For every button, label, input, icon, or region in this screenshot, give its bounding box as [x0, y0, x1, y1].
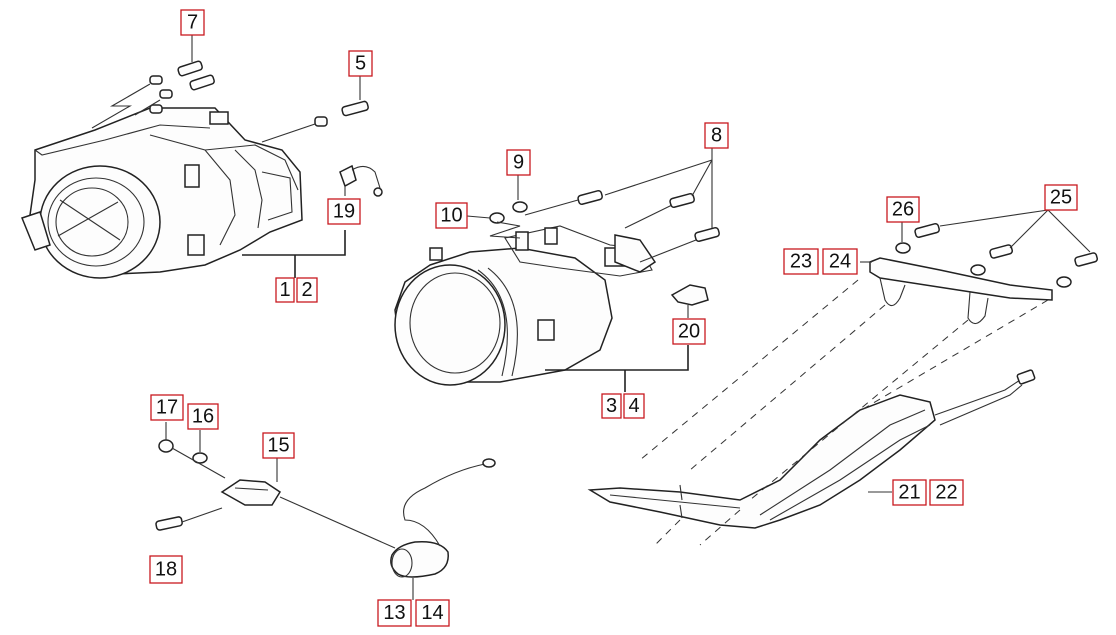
- svg-text:21: 21: [898, 482, 920, 504]
- bulb-19: [339, 164, 383, 197]
- label-15: 15: [262, 432, 295, 459]
- svg-text:26: 26: [892, 199, 914, 221]
- label-20: 20: [672, 318, 706, 345]
- svg-text:14: 14: [421, 602, 443, 624]
- upper-bracket-23-24: [860, 209, 1098, 325]
- svg-text:22: 22: [935, 482, 957, 504]
- svg-text:23: 23: [790, 251, 812, 273]
- svg-text:3: 3: [606, 395, 617, 417]
- fog-lamp-assembly: [394, 225, 657, 386]
- label-26: 26: [886, 196, 920, 223]
- leader-3-4: [545, 345, 689, 392]
- label-19: 19: [327, 198, 361, 225]
- label-5: 5: [348, 50, 373, 77]
- label-18: 18: [149, 555, 183, 584]
- turn-signal-assembly: [155, 422, 496, 600]
- svg-text:2: 2: [301, 279, 312, 301]
- svg-text:1: 1: [279, 279, 290, 301]
- washers-9-10: [466, 175, 528, 239]
- svg-text:10: 10: [440, 205, 462, 227]
- svg-text:15: 15: [267, 435, 289, 457]
- svg-text:9: 9: [513, 152, 524, 174]
- label-17: 17: [150, 394, 184, 421]
- label-16: 16: [187, 403, 219, 430]
- label-22: 22: [929, 479, 964, 506]
- label-21: 21: [892, 479, 927, 506]
- headlight-assembly: [21, 107, 303, 279]
- label-25: 25: [1044, 184, 1078, 211]
- label-2: 2: [296, 277, 318, 303]
- label-4: 4: [623, 393, 645, 419]
- svg-text:13: 13: [383, 602, 405, 624]
- svg-text:20: 20: [678, 321, 700, 343]
- svg-text:16: 16: [192, 406, 214, 428]
- svg-text:19: 19: [333, 201, 355, 223]
- svg-text:24: 24: [829, 251, 851, 273]
- svg-text:8: 8: [711, 125, 722, 147]
- bolt-5: [261, 76, 369, 143]
- svg-text:7: 7: [187, 12, 198, 34]
- label-14: 14: [415, 599, 450, 627]
- lower-mount-21-22: [587, 369, 1036, 529]
- label-10: 10: [435, 202, 468, 229]
- label-23: 23: [783, 248, 819, 275]
- svg-text:25: 25: [1050, 187, 1072, 209]
- label-1: 1: [275, 277, 295, 303]
- svg-text:18: 18: [155, 559, 177, 581]
- label-24: 24: [822, 248, 858, 275]
- label-9: 9: [506, 149, 531, 176]
- bulb-20: [670, 284, 709, 318]
- bolt-group-7: [91, 35, 215, 129]
- label-3: 3: [601, 393, 622, 419]
- svg-text:17: 17: [156, 397, 178, 419]
- svg-text:5: 5: [355, 53, 366, 75]
- label-7: 7: [180, 9, 205, 36]
- svg-text:4: 4: [628, 395, 639, 417]
- leader-1-2: [242, 230, 346, 278]
- alignment-dashes: [639, 279, 1049, 546]
- label-13: 13: [377, 599, 412, 627]
- bolt-group-8: [524, 148, 720, 263]
- label-8: 8: [704, 122, 729, 149]
